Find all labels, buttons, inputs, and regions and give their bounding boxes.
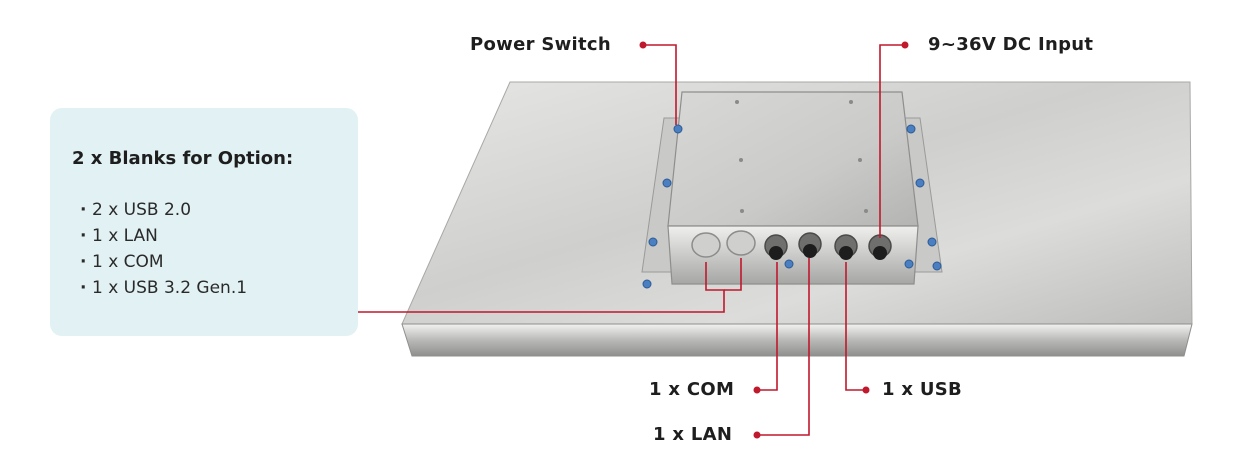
lan-label: 1 x LAN	[653, 424, 733, 445]
list-item: ·2 x USB 2.0	[80, 197, 247, 223]
dc-input-leader	[879, 44, 905, 238]
usb-leader	[845, 262, 866, 391]
blank-options-panel: 2 x Blanks for Option: ·2 x USB 2.0 ·1 x…	[50, 108, 358, 336]
list-item: ·1 x COM	[80, 249, 247, 275]
usb-label: 1 x USB	[882, 379, 963, 400]
bullet: ·	[80, 252, 87, 272]
power-switch-leader	[643, 44, 677, 125]
mounting-screws	[642, 124, 942, 289]
bullet: ·	[80, 200, 87, 220]
m12-connectors	[764, 232, 892, 260]
option-label: 1 x COM	[92, 252, 164, 272]
bullet: ·	[80, 226, 87, 246]
blanks-leader-branch	[724, 258, 742, 291]
com-label: 1 x COM	[649, 379, 735, 400]
option-label: 2 x USB 2.0	[92, 200, 192, 220]
callout-lines	[341, 44, 905, 436]
blank-options-title: 2 x Blanks for Option:	[72, 148, 294, 169]
option-label: 1 x LAN	[92, 226, 158, 246]
list-item: ·1 x USB 3.2 Gen.1	[80, 275, 247, 301]
dc-input-label: 9~36V DC Input	[928, 34, 1094, 55]
blank-covers	[691, 230, 756, 258]
blank-options-list: ·2 x USB 2.0 ·1 x LAN ·1 x COM ·1 x USB …	[80, 197, 247, 301]
com-leader	[757, 262, 778, 391]
lan-leader	[757, 258, 810, 436]
list-item: ·1 x LAN	[80, 223, 247, 249]
bullet: ·	[80, 278, 87, 298]
power-switch-label: Power Switch	[470, 34, 611, 55]
option-label: 1 x USB 3.2 Gen.1	[92, 278, 248, 298]
